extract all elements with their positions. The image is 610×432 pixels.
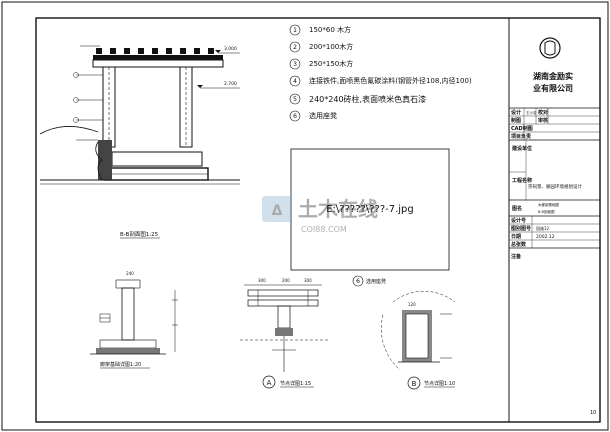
node-b-circle	[407, 376, 421, 390]
tb-unit-label: 建设单位	[511, 145, 532, 152]
svg-text:A: A	[267, 379, 272, 387]
tb-drawing-no-value: 园施12	[536, 225, 550, 231]
tb-design-label: 设计	[511, 109, 521, 116]
node-detail-b: 120 B 节点详图1:10	[381, 290, 455, 390]
svg-text:COI88.COM: COI88.COM	[301, 225, 347, 234]
title-block: 湖南金励实 业有限公司 设计 王小名 校对 制图 审核 CAD制图 项目负责 建…	[508, 18, 600, 422]
svg-text:土木在线: 土木在线	[298, 197, 378, 221]
tb-notes-label: 注备	[511, 253, 522, 260]
tb-check-label: 校对	[538, 109, 548, 116]
legend-text-6: 选用座凳	[309, 111, 337, 120]
svg-text:5: 5	[293, 96, 297, 103]
level-mid: 2.700	[224, 81, 237, 87]
tb-project-label: 工程名称	[512, 177, 532, 184]
legend-item-2: 2 200*100木方	[289, 41, 353, 53]
legend-item-4: 4 连接铁件,面喷黑色氟碳涂料(钢管外径108,内径100)	[289, 75, 472, 87]
tb-cad-label: CAD制图	[511, 125, 533, 132]
node-a-circle	[262, 375, 276, 389]
bench-foundation-detail: 廊架基础详图1:20 240	[90, 271, 178, 369]
section-bb-drawing: 3.000 2.700 B-B剖面图1:25	[39, 45, 240, 239]
svg-text:B: B	[412, 380, 417, 388]
image-placeholder-box	[290, 148, 450, 271]
node-detail-a: 300 200 300 A 节点详图1:15	[240, 278, 330, 389]
legend-item-1: 1 150*60 木方	[289, 24, 351, 36]
bench-detail-caption: 廊架基础详图1:20	[100, 361, 141, 368]
svg-text:240: 240	[126, 271, 134, 276]
legend-text-1: 150*60 木方	[309, 25, 351, 34]
watermark-logo: Δ 土木在线 COI88.COM	[262, 196, 378, 234]
tb-project-name: 宗祠景、廊园环境规划设计	[528, 183, 582, 190]
company-name-line1: 湖南金励实	[533, 71, 573, 81]
svg-text:4: 4	[293, 78, 297, 85]
tb-total-label: 总张数	[511, 241, 527, 248]
svg-text:3: 3	[293, 61, 297, 68]
node-b-caption: 节点详图1:10	[424, 380, 455, 387]
tb-drawing-name-1: 木廊架基础图	[538, 202, 559, 207]
svg-text:1: 1	[293, 27, 297, 34]
tb-pm-label: 项目负责	[511, 133, 531, 140]
company-name-line2: 业有限公司	[533, 83, 573, 93]
secondary-beam	[92, 59, 224, 68]
tb-design-no-label: 设计号	[511, 217, 526, 224]
tb-drawing-name-label: 图名	[512, 205, 522, 212]
legend-list: 1 150*60 木方 2 200*100木方 3 250*150木方 4 连接…	[289, 24, 472, 122]
svg-text:Δ: Δ	[272, 203, 283, 219]
legend-text-3: 250*150木方	[309, 59, 353, 68]
legend-item-3: 3 250*150木方	[289, 58, 353, 70]
drawing-frame	[35, 17, 601, 423]
tb-draw-label: 制图	[511, 117, 521, 124]
node-a-caption: 节点详图1:15	[280, 380, 311, 387]
left-wall-hatch	[98, 140, 112, 180]
svg-text:2: 2	[293, 44, 297, 51]
level-top: 3.000	[224, 46, 237, 52]
company-logo-icon	[539, 37, 561, 59]
svg-text:6: 6	[356, 278, 360, 285]
image-placeholder-path: E:\?????\???-7.jpg	[326, 204, 414, 215]
slope-line	[39, 126, 99, 135]
bench-selection-label: 选用座凳	[366, 278, 386, 285]
legend-item-6: 6 选用座凳	[289, 110, 337, 122]
section-bb-caption: B-B剖面图1:25	[120, 230, 159, 238]
tb-drawing-no-label: 图别图号	[511, 225, 531, 232]
bench-seat	[111, 151, 203, 167]
bench-selection: 6 选用座凳	[352, 275, 386, 287]
legend-text-4: 连接铁件,面喷黑色氟碳涂料(钢管外径108,内径100)	[309, 76, 472, 85]
page-number: 10	[590, 410, 596, 416]
tb-design-value: 王小名	[526, 110, 537, 115]
svg-text:200: 200	[282, 278, 290, 283]
rafter-blocks	[96, 48, 214, 54]
legend-text-5: 240*240砖柱,表面喷米色真石漆	[309, 94, 426, 104]
top-beam	[93, 55, 223, 60]
svg-text:300: 300	[304, 278, 312, 283]
legend-item-5: 5 240*240砖柱,表面喷米色真石漆	[289, 93, 426, 105]
tb-drawing-name-2: B-B剖面图	[538, 209, 555, 214]
tb-review-label: 审核	[538, 117, 548, 124]
legend-text-2: 200*100木方	[309, 42, 353, 51]
svg-text:6: 6	[293, 113, 297, 120]
svg-text:120: 120	[408, 302, 416, 307]
tb-date-value: 2002.12	[536, 234, 555, 240]
tb-date-label: 日期	[511, 233, 521, 240]
svg-text:300: 300	[258, 278, 266, 283]
